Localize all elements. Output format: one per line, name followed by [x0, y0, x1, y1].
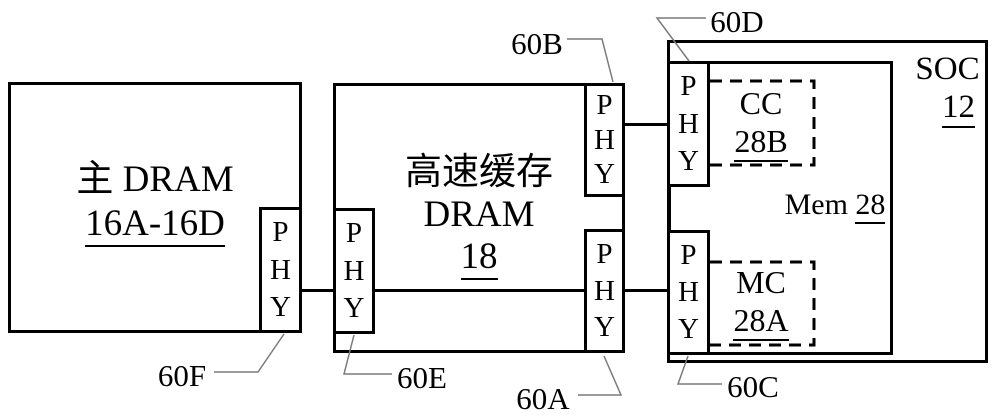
phy-letter: P — [680, 70, 697, 103]
phy-letter: Y — [678, 313, 699, 345]
phy-letter: P — [680, 239, 697, 271]
cache-dram-subtitle: DRAM — [423, 194, 535, 235]
main-dram-ref: 16A-16D — [85, 203, 225, 247]
main-dram-title: 主 DRAM — [76, 159, 234, 200]
phy-block-60e: P H Y — [333, 208, 375, 334]
phy-letter: H — [594, 123, 615, 156]
phy-letter: P — [272, 216, 289, 249]
wire-cache-to-soc-top — [621, 123, 671, 126]
phy-letter: Y — [594, 311, 615, 344]
phy-letter: P — [345, 217, 363, 250]
mem-label: Mem 28 — [770, 186, 900, 224]
phy-letter: P — [596, 237, 613, 270]
phy-letter: Y — [270, 290, 291, 323]
soc-title: SOC — [915, 51, 980, 87]
ref-label-60d: 60D — [710, 4, 764, 39]
phy-letter: H — [343, 254, 365, 287]
cache-dram-ref: 18 — [460, 236, 498, 280]
mc-label: MC 28A — [708, 263, 814, 341]
phy-letter: P — [596, 89, 613, 122]
phy-block-60f: P H Y — [259, 207, 302, 333]
mc-ref: 28A — [733, 302, 789, 341]
cc-ref: 28B — [734, 123, 788, 162]
phy-letter: Y — [678, 144, 699, 177]
ref-label-60b: 60B — [511, 26, 563, 61]
ref-label-60f: 60F — [157, 358, 207, 393]
phy-block-60d: P H Y — [667, 61, 710, 187]
mem-title: Mem — [784, 188, 848, 221]
phy-letter: Y — [343, 291, 365, 324]
phy-block-60b: P H Y — [584, 83, 625, 197]
phy-letter: H — [678, 276, 699, 308]
leader-line-60f — [214, 333, 285, 373]
wire-cache-to-soc-bottom — [621, 289, 671, 292]
cc-title: CC — [739, 85, 783, 121]
phy-block-60c: P H Y — [667, 230, 710, 355]
soc-ref: 12 — [942, 89, 975, 128]
cache-dram-label: 高速缓存 DRAM 18 — [333, 152, 625, 280]
ref-label-60c: 60C — [727, 369, 779, 404]
soc-label: SOC 12 — [905, 50, 990, 128]
cache-dram-box — [333, 83, 625, 353]
phy-letter: Y — [594, 157, 615, 190]
phy-letter: H — [594, 274, 615, 307]
cc-label: CC 28B — [708, 84, 814, 162]
main-dram-label: 主 DRAM 16A-16D — [8, 158, 302, 247]
cache-dram-title: 高速缓存 — [405, 152, 553, 193]
phy-letter: H — [678, 107, 699, 140]
main-dram-box — [8, 82, 302, 333]
wire-cache-internal-bus — [372, 289, 588, 292]
mc-title: MC — [736, 264, 786, 300]
ref-label-60a: 60A — [516, 381, 570, 416]
phy-letter: H — [270, 253, 291, 286]
wire-main-to-cache — [298, 289, 338, 292]
phy-block-60a: P H Y — [584, 229, 625, 353]
leader-line-60a — [578, 355, 623, 396]
mem-ref: 28 — [855, 188, 886, 224]
ref-label-60e: 60E — [397, 360, 447, 395]
